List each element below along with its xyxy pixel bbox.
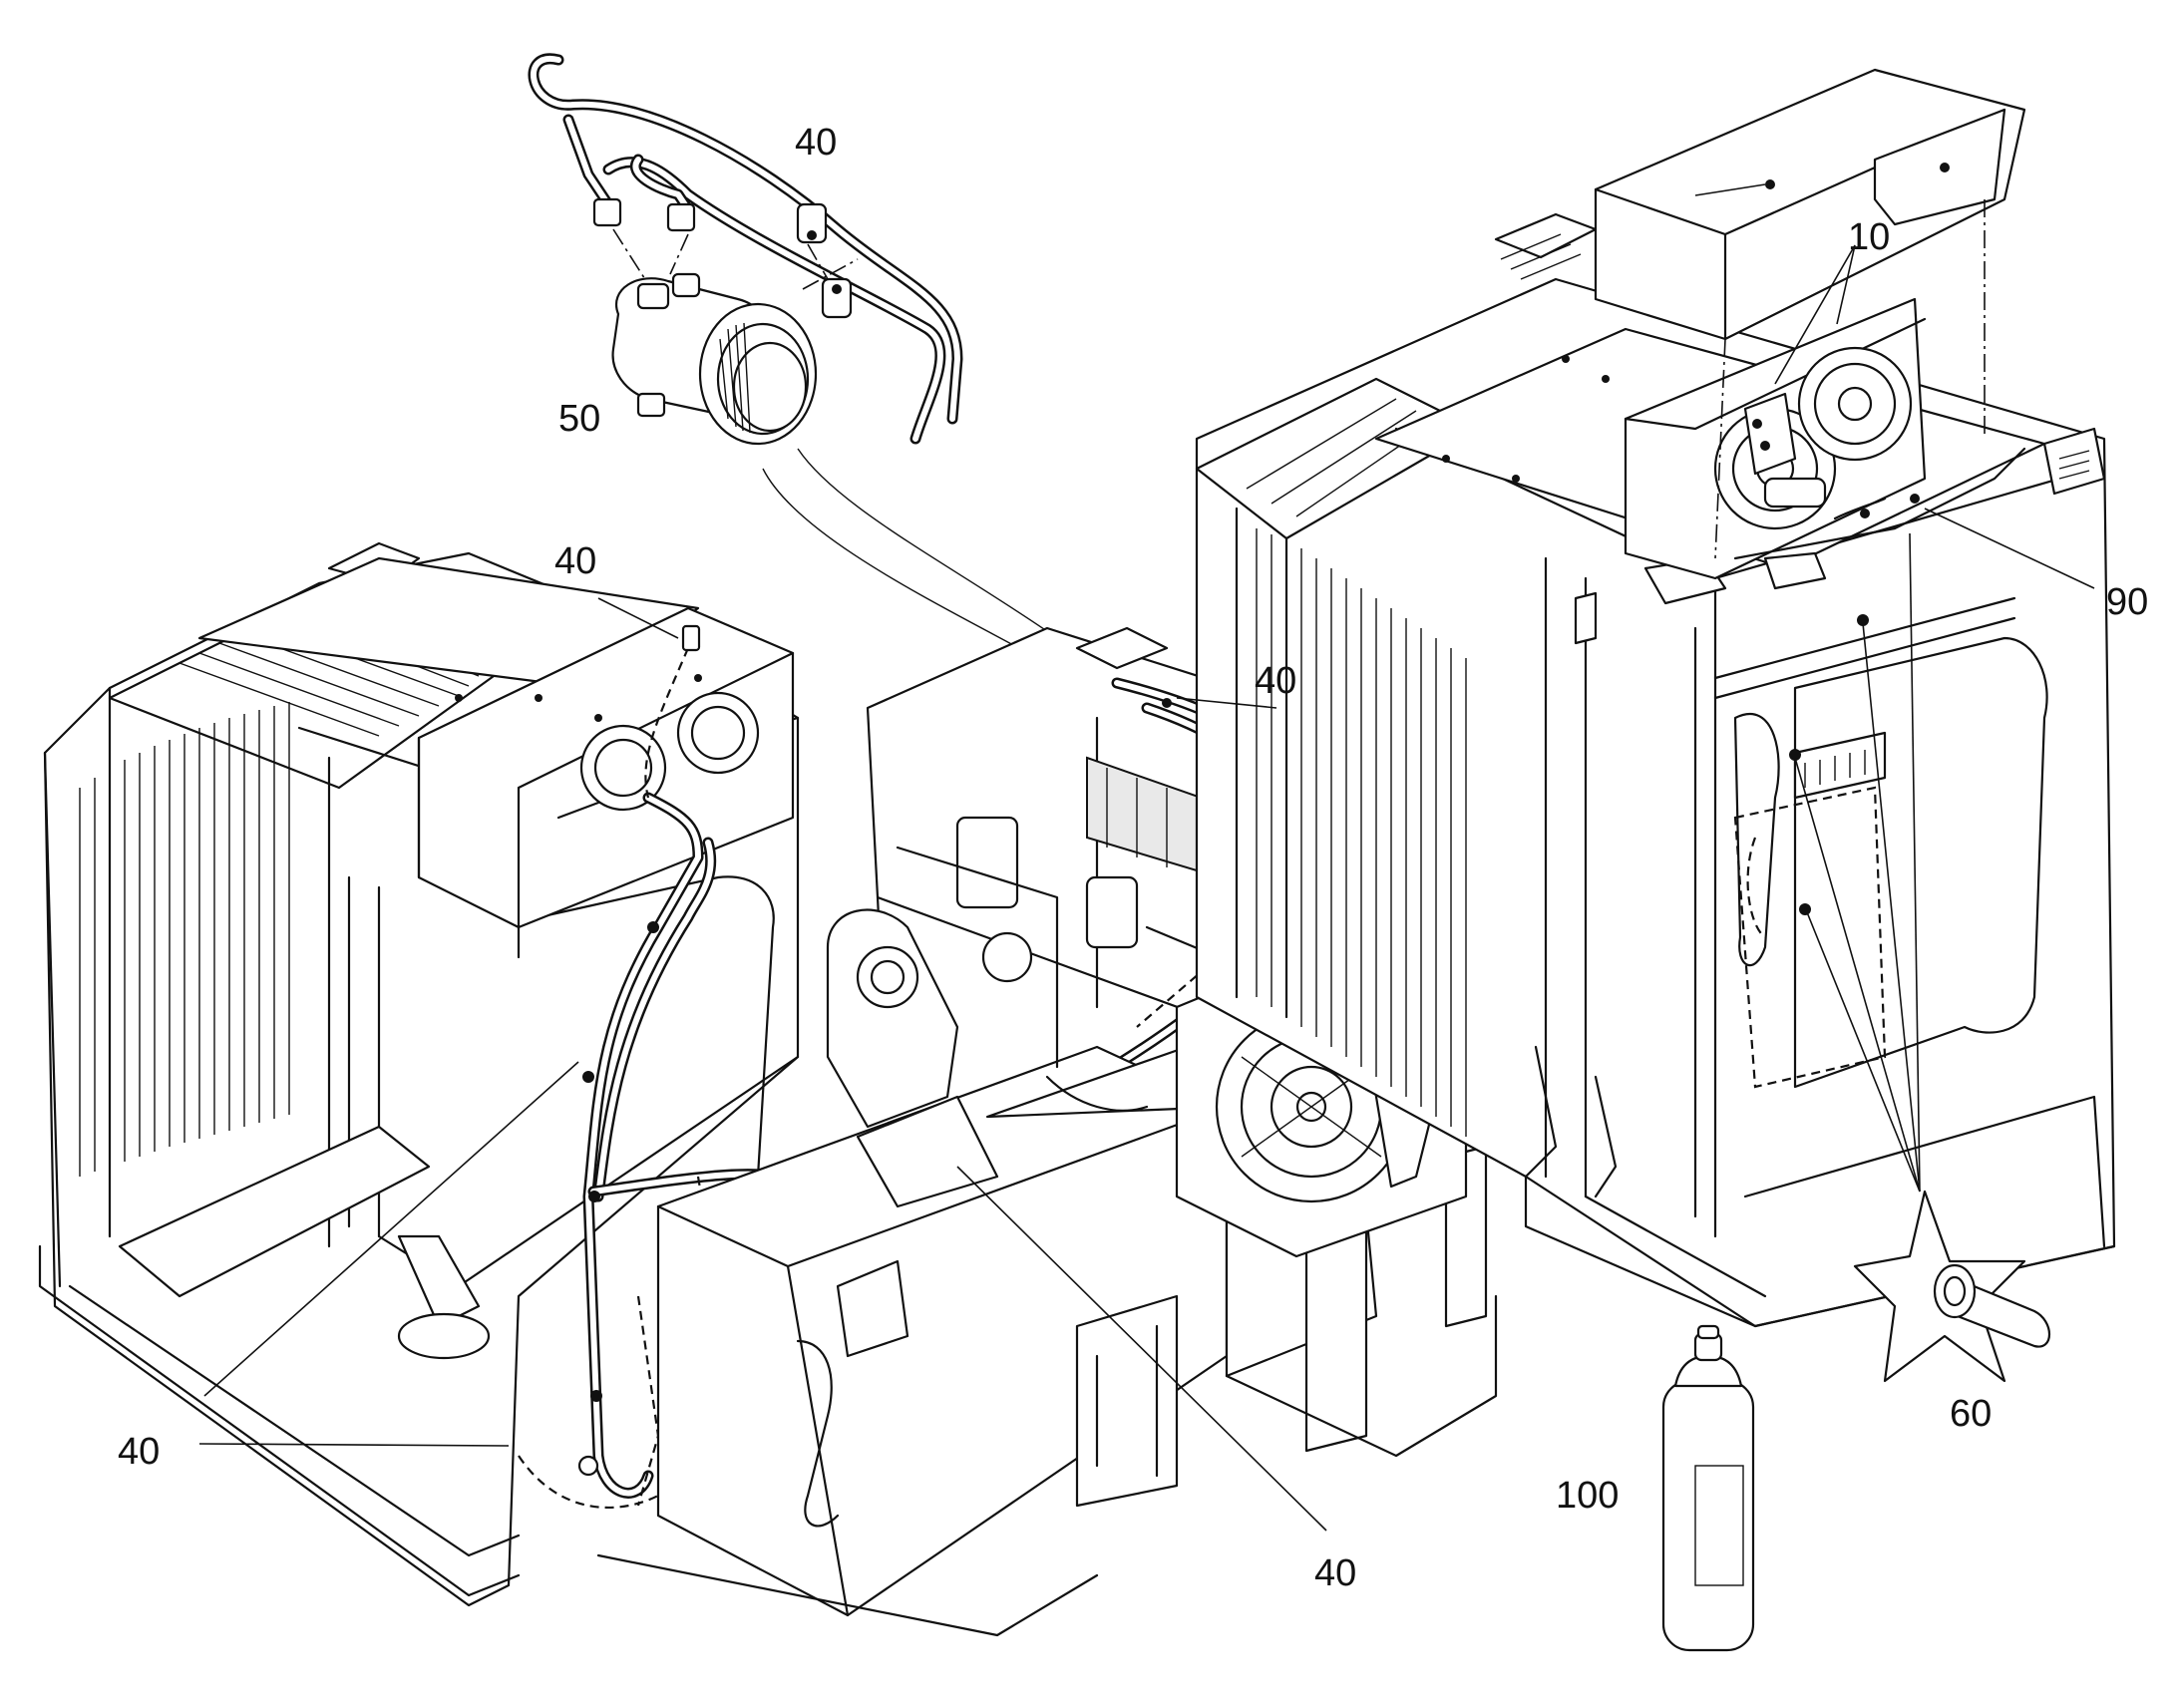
detail-inset-hoses [528,53,963,445]
pivot-bracket [826,908,959,1129]
callout-60: 60 [1950,1393,1992,1435]
hose-fitting-b [666,202,696,232]
callout-40-mid-center: 40 [1255,660,1296,702]
hose-clip-lower [821,277,853,319]
callout-50: 50 [558,398,600,440]
callout-90: 90 [2106,581,2148,623]
callout-40-lower-left: 40 [118,1431,160,1473]
callout-leaders [198,183,2095,1532]
callout-10: 10 [1848,216,1890,258]
refrigerant-can [1661,1324,1755,1652]
condenser-cover [1594,68,2026,559]
right-condenser-fans [1624,297,2026,580]
callout-40-detail: 40 [795,122,837,164]
callout-40-mid-left: 40 [554,540,596,582]
callout-100: 100 [1556,1475,1619,1517]
bolt-detail-star [1853,1190,2050,1383]
right-frame-relay-panel [1733,614,1887,1089]
hose-fitting-a [592,197,622,227]
callout-40-bottom: 40 [1314,1552,1356,1594]
hose-clip-upper [796,202,828,244]
